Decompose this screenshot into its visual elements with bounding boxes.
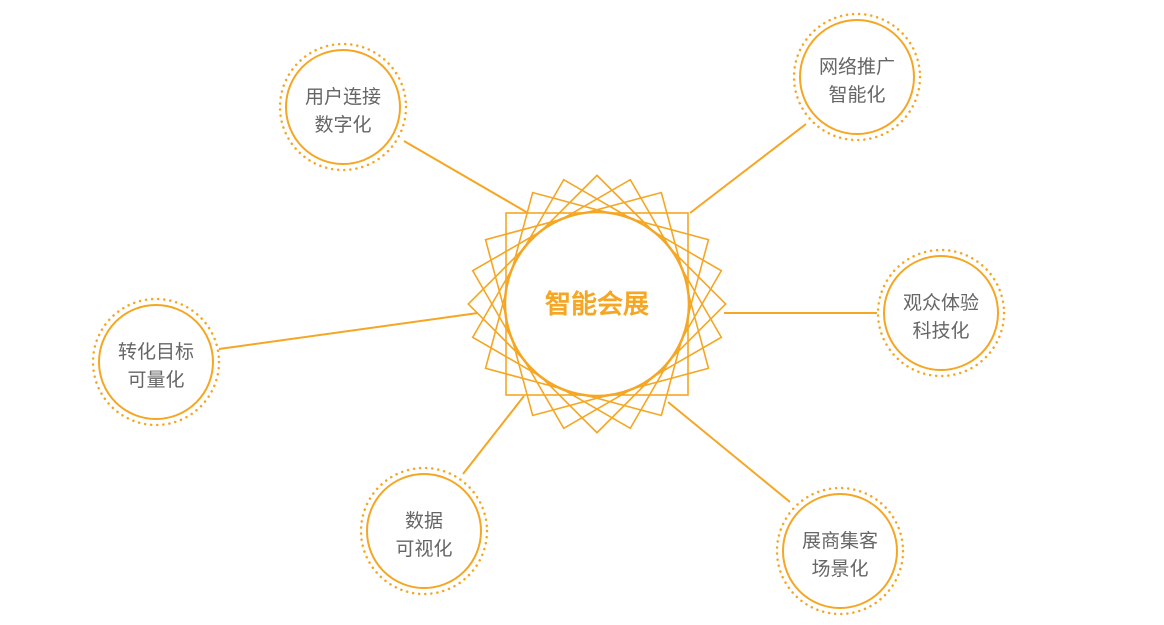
connector-network-promo — [689, 123, 807, 214]
node-label-line1: 展商集客 — [802, 530, 878, 552]
connector-data-vis — [462, 395, 525, 475]
node-label-line1: 转化目标 — [118, 341, 194, 363]
node-label-line2: 可视化 — [395, 538, 452, 560]
node-label-line1: 用户连接 — [305, 86, 381, 108]
node-circle — [366, 473, 482, 589]
node-circle — [285, 49, 401, 165]
node-label-line2: 数字化 — [314, 114, 371, 136]
node-label-line2: 可量化 — [127, 369, 184, 391]
node-outer-dotted-ring — [91, 297, 221, 427]
connector-user-connect — [403, 140, 529, 214]
hub-label: 智能会展 — [545, 289, 649, 320]
node-circle — [883, 255, 999, 371]
hub: 智能会展 — [467, 174, 727, 434]
node-outer-dotted-ring — [278, 42, 408, 172]
node-label-line2: 场景化 — [811, 558, 868, 580]
node-circle — [782, 493, 898, 609]
node-label-line1: 数据 — [405, 510, 443, 532]
node-outer-dotted-ring — [775, 486, 905, 616]
nodes: 用户连接数字化网络推广智能化观众体验科技化转化目标可量化数据可视化展商集客场景化 — [91, 12, 1006, 616]
node-circle — [799, 19, 915, 135]
connector-exhibitor — [667, 401, 791, 503]
connectors — [218, 123, 877, 503]
hub-circle — [503, 210, 691, 398]
node-label-line2: 智能化 — [828, 84, 885, 106]
node-outer-dotted-ring — [876, 248, 1006, 378]
connector-conversion — [218, 312, 479, 350]
node-outer-dotted-ring — [359, 466, 489, 596]
node-circle — [98, 304, 214, 420]
node-label-line1: 网络推广 — [819, 56, 895, 78]
node-label-line1: 观众体验 — [903, 292, 979, 314]
node-label-line2: 科技化 — [912, 320, 969, 342]
node-outer-dotted-ring — [792, 12, 922, 142]
